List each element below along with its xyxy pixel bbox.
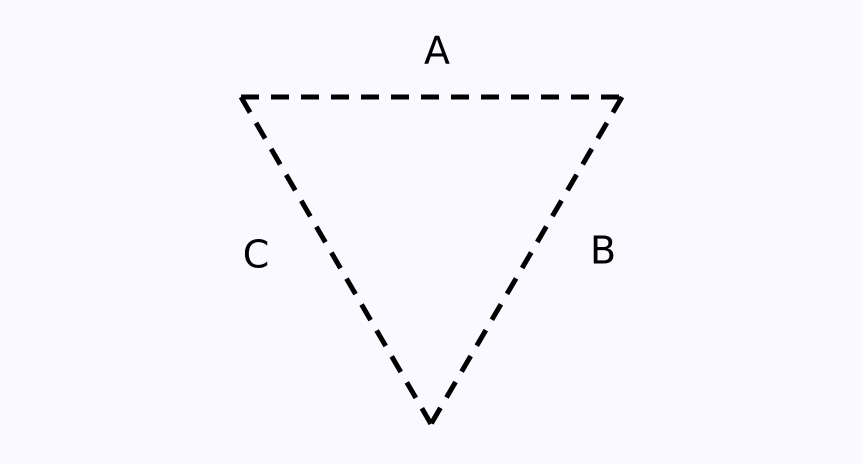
edge-right	[428, 95, 625, 426]
label-top-edge: A	[424, 29, 450, 73]
label-right-edge: B	[590, 229, 616, 273]
edge-left	[238, 95, 434, 426]
label-left-edge: C	[243, 233, 270, 277]
